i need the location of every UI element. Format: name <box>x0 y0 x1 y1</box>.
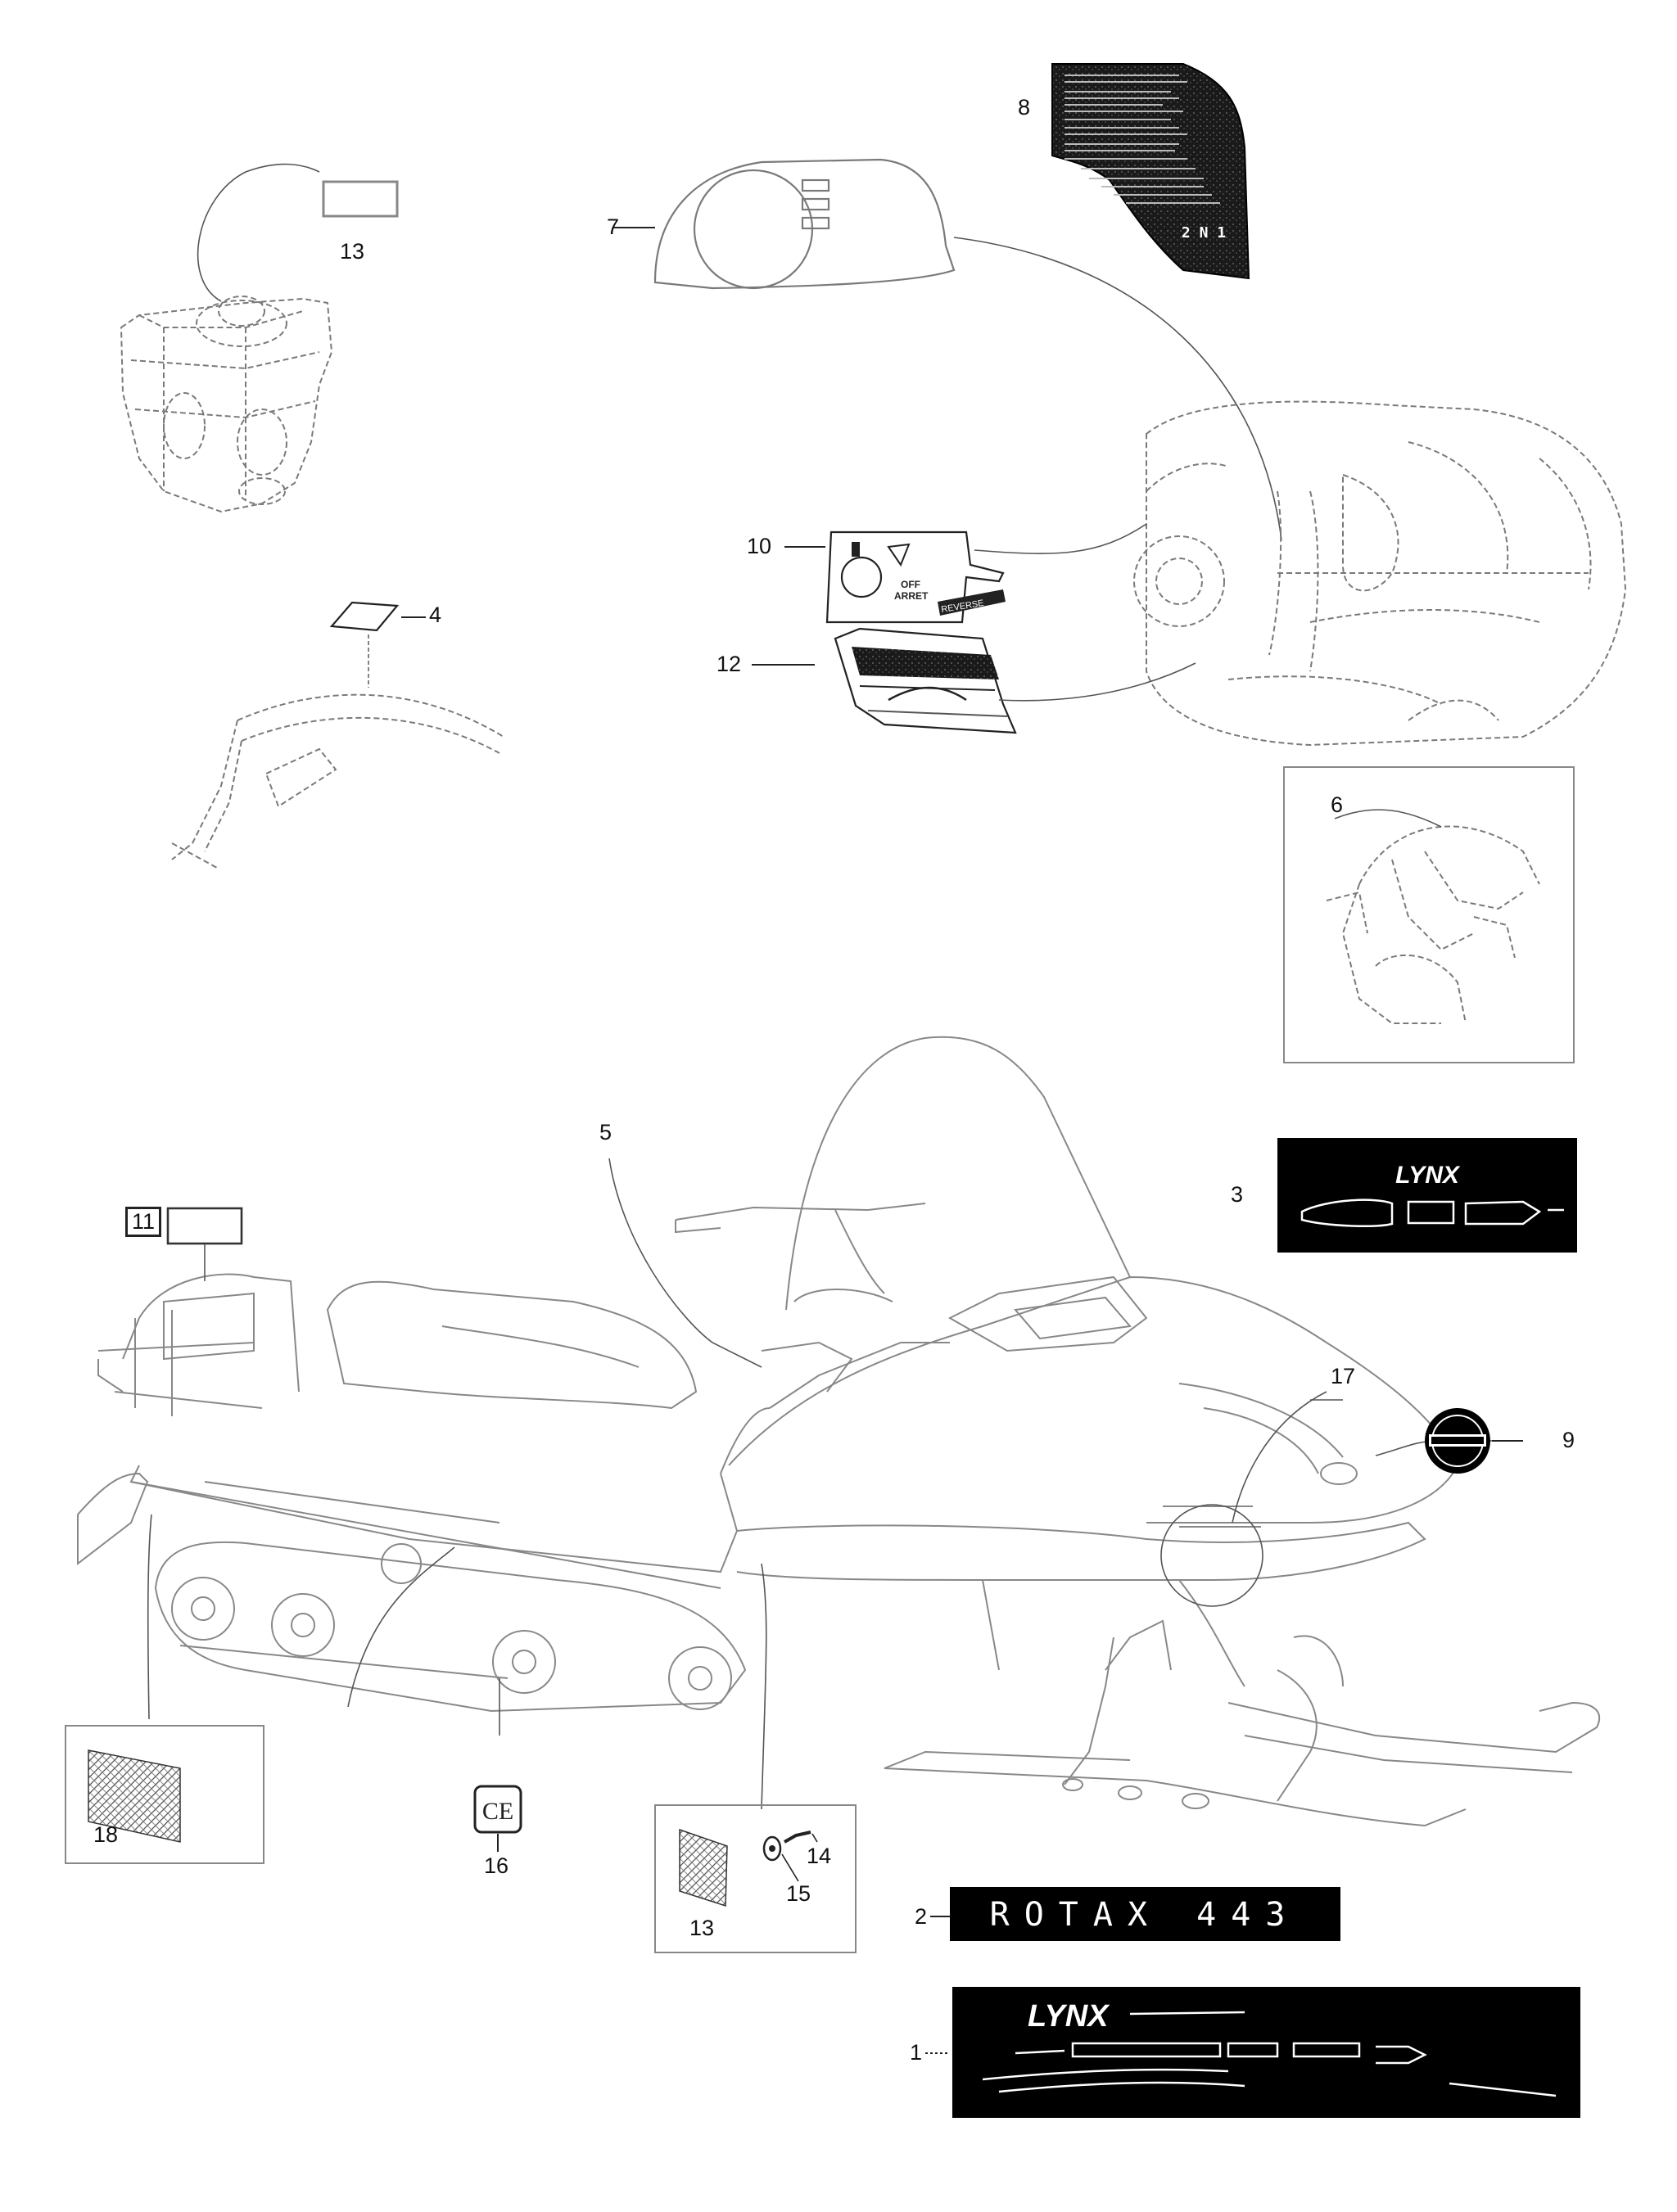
callout-2: 2 <box>915 1904 928 1929</box>
callout-16: 16 <box>484 1853 509 1878</box>
leader-lines <box>147 1158 1523 1810</box>
screw-14 <box>784 1831 811 1844</box>
lynx-decal-3-stripes <box>1300 1199 1564 1227</box>
lynx-decal-1-logo: LYNX <box>1028 1999 1110 2034</box>
reflector-13 <box>679 1828 728 1907</box>
callout-6: 6 <box>1331 792 1344 817</box>
leader-line <box>197 163 320 302</box>
callout-17: 17 <box>1331 1364 1356 1388</box>
warning-decal-8 <box>1051 63 1250 280</box>
detail-box-6 <box>1283 766 1575 1063</box>
emblem-9 <box>1425 1408 1490 1474</box>
callout-8: 8 <box>1018 95 1031 120</box>
callout-12: 12 <box>716 652 742 676</box>
bracket-illustration-6 <box>1326 825 1540 1024</box>
ce-mark: CE <box>482 1798 513 1825</box>
off-label: OFF <box>901 579 920 590</box>
gauge-cover-7 <box>653 158 956 290</box>
callout-5: 5 <box>599 1120 612 1144</box>
rotax-decal-2 <box>950 1887 1340 1941</box>
callout-7: 7 <box>607 214 620 239</box>
detail-box-18 <box>65 1725 264 1864</box>
rotax-text: ROTAX 443 <box>990 1896 1300 1934</box>
callout-15: 15 <box>786 1881 811 1906</box>
label-13-top <box>322 180 399 218</box>
lynx-decal-3-logo: LYNX <box>1395 1162 1461 1189</box>
hood-illustration <box>1133 400 1627 747</box>
callout-13-bottom: 13 <box>689 1916 715 1940</box>
callout-1: 1 <box>910 2040 923 2065</box>
reflector-18 <box>88 1749 181 1843</box>
callout-13-top: 13 <box>340 239 365 264</box>
label-11-box <box>166 1207 243 1245</box>
callout-10: 10 <box>747 534 772 558</box>
callout-18: 18 <box>93 1822 119 1847</box>
gear-indicator-text: 2 N 1 <box>1182 224 1226 242</box>
instruction-decal-12 <box>834 627 1017 734</box>
side-panel-illustration <box>171 693 504 869</box>
callout-3: 3 <box>1231 1182 1244 1207</box>
snowmobile-illustration <box>77 1036 1601 1827</box>
oil-tank-illustration <box>120 296 333 513</box>
lynx-decal-1 <box>952 1987 1580 2118</box>
detail-box-13-15 <box>654 1804 857 1953</box>
lynx-decal-3 <box>1277 1138 1577 1253</box>
sticker-4 <box>329 601 400 632</box>
decal-8-text-lines <box>1065 74 1220 204</box>
ignition-decal-10: OFF ARRET REVERSE <box>825 530 1006 624</box>
callout-4: 4 <box>429 603 442 627</box>
callout-14: 14 <box>807 1844 832 1868</box>
callout-9: 9 <box>1562 1428 1575 1452</box>
callout-11: 11 <box>125 1207 162 1237</box>
arret-label: ARRET <box>894 590 929 602</box>
lynx-decal-1-stripes <box>982 2011 1557 2097</box>
ce-label-16 <box>473 1785 522 1834</box>
